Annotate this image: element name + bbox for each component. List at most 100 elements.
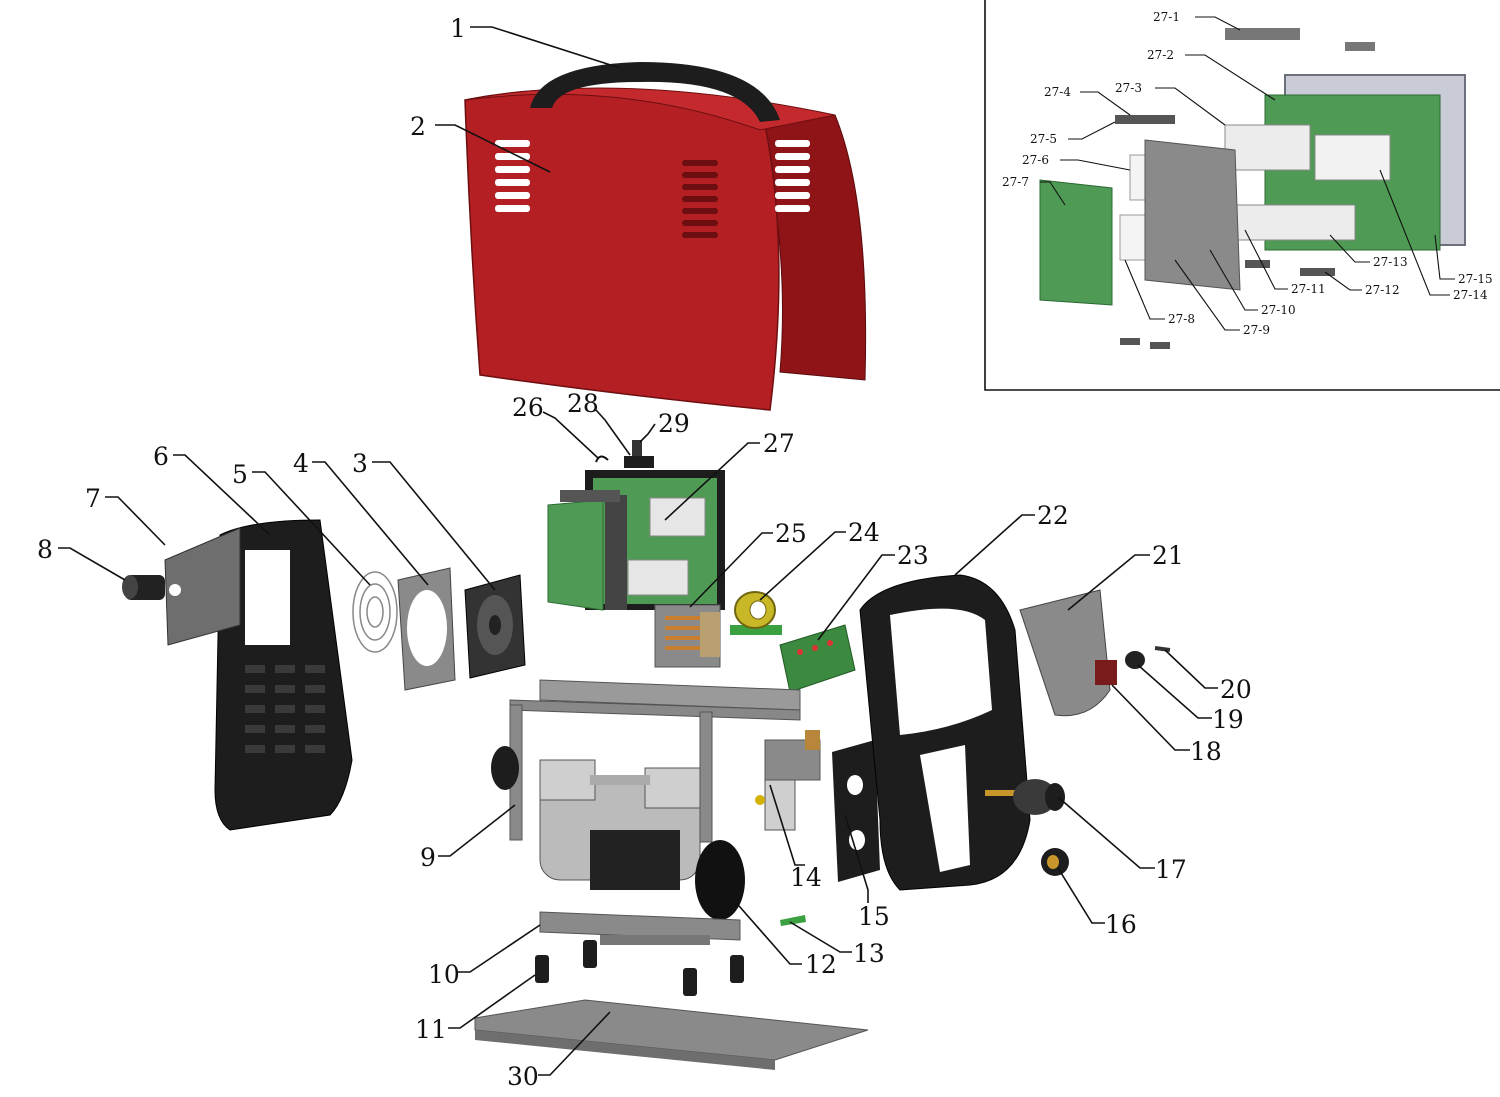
label-6: 6 [153, 442, 169, 471]
label-28: 28 [567, 389, 599, 418]
leader-10 [458, 924, 541, 973]
label-27-12: 27-12 [1365, 283, 1400, 297]
label-18: 18 [1190, 737, 1222, 766]
label-7: 7 [85, 484, 101, 513]
label-11: 11 [415, 1015, 447, 1044]
part-16-nut [1041, 848, 1069, 876]
inset-small-board [1039, 179, 1113, 306]
part-3-fan [464, 574, 526, 679]
label-27-9: 27-9 [1243, 323, 1270, 337]
leader-lines [58, 26, 1218, 1076]
part-5-fan-guard [352, 571, 398, 653]
inset-bracket-plate [1144, 139, 1241, 291]
part-1-handle [530, 62, 780, 122]
part-15-gasket-plate [832, 740, 880, 882]
leader-21 [1067, 554, 1150, 611]
label-8: 8 [37, 535, 53, 564]
label-27-2: 27-2 [1147, 48, 1174, 62]
part-24-toroid [730, 591, 782, 635]
leader-22 [954, 514, 1035, 576]
label-27-13: 27-13 [1373, 255, 1408, 269]
part-28-connector [624, 456, 654, 468]
inset-frame [984, 0, 1500, 391]
label-27-7: 27-7 [1002, 175, 1029, 189]
label-20: 20 [1220, 675, 1252, 704]
inset-part-27-1b [1345, 42, 1375, 51]
leader-11 [448, 974, 536, 1029]
leader-20 [1164, 649, 1218, 689]
leader-26 [542, 411, 599, 459]
part-22-front-panel [859, 574, 1031, 891]
part-13-clip [780, 915, 806, 926]
label-26: 26 [512, 393, 544, 422]
leader-27-5 [1068, 121, 1116, 140]
label-9: 9 [420, 843, 436, 872]
part-29-terminal [632, 440, 642, 456]
part-14-solenoid-valve [755, 730, 821, 831]
label-27-3: 27-3 [1115, 81, 1142, 95]
part-23-control-board [779, 624, 856, 693]
leader-23 [817, 554, 895, 641]
leader-28 [595, 409, 631, 456]
inset-part-27-11 [1245, 260, 1270, 268]
leader-29 [639, 423, 656, 443]
leader-16 [1057, 867, 1105, 924]
label-27-15: 27-15 [1458, 272, 1493, 286]
inset-heatsink-a [1224, 124, 1311, 171]
label-27-11: 27-11 [1291, 282, 1326, 296]
leader-14 [769, 784, 805, 866]
leader-12 [724, 889, 802, 965]
label-27: 27 [763, 429, 795, 458]
label-25: 25 [775, 519, 807, 548]
leader-3 [372, 461, 496, 591]
leader-27-8 [1124, 259, 1165, 320]
leader-27-14 [1379, 169, 1450, 296]
part-11-rubber-feet [535, 940, 744, 996]
leader-7 [105, 496, 166, 546]
leader-25 [689, 532, 773, 608]
leader-5 [252, 471, 371, 586]
inset-part-27-4 [1115, 115, 1175, 124]
label-13: 13 [853, 939, 885, 968]
leader-27-4 [1080, 91, 1131, 116]
part-21-front-plate [1019, 589, 1111, 717]
leader-15 [844, 814, 869, 903]
label-15: 15 [858, 902, 890, 931]
label-27-4: 27-4 [1044, 85, 1071, 99]
part-17-output-connector [985, 779, 1065, 815]
label-23: 23 [897, 541, 929, 570]
part-6-rear-panel [214, 519, 353, 831]
leader-13 [789, 921, 852, 953]
label-27-5: 27-5 [1030, 132, 1057, 146]
label-19: 19 [1212, 705, 1244, 734]
label-17: 17 [1155, 855, 1187, 884]
leader-27-3 [1155, 87, 1226, 126]
label-4: 4 [293, 449, 309, 478]
inset-heatsink-c [1234, 204, 1356, 241]
leader-8 [58, 547, 126, 581]
leader-27-2 [1185, 54, 1276, 101]
leader-27-1 [1195, 16, 1241, 31]
leader-1 [470, 26, 621, 69]
part-12-compressor-motor [491, 746, 745, 920]
leader-30 [538, 1011, 611, 1076]
label-24: 24 [848, 518, 880, 547]
leader-19 [1137, 664, 1212, 719]
part-19-knob [1125, 651, 1145, 669]
part-25-transformer [654, 604, 721, 668]
leader-18 [1111, 684, 1190, 751]
leader-27-11 [1244, 229, 1288, 290]
label-14: 14 [790, 863, 822, 892]
part-27-pcb-assembly [547, 470, 725, 611]
part-30-base-plate [474, 999, 869, 1070]
label-10: 10 [428, 960, 460, 989]
leader-27 [664, 442, 760, 521]
leader-24 [759, 531, 846, 601]
leader-27-12 [1324, 271, 1362, 291]
label-30: 30 [507, 1062, 539, 1091]
label-21: 21 [1152, 541, 1184, 570]
leader-27-10 [1209, 249, 1258, 311]
leader-4 [312, 461, 429, 586]
label-27-8: 27-8 [1168, 312, 1195, 326]
